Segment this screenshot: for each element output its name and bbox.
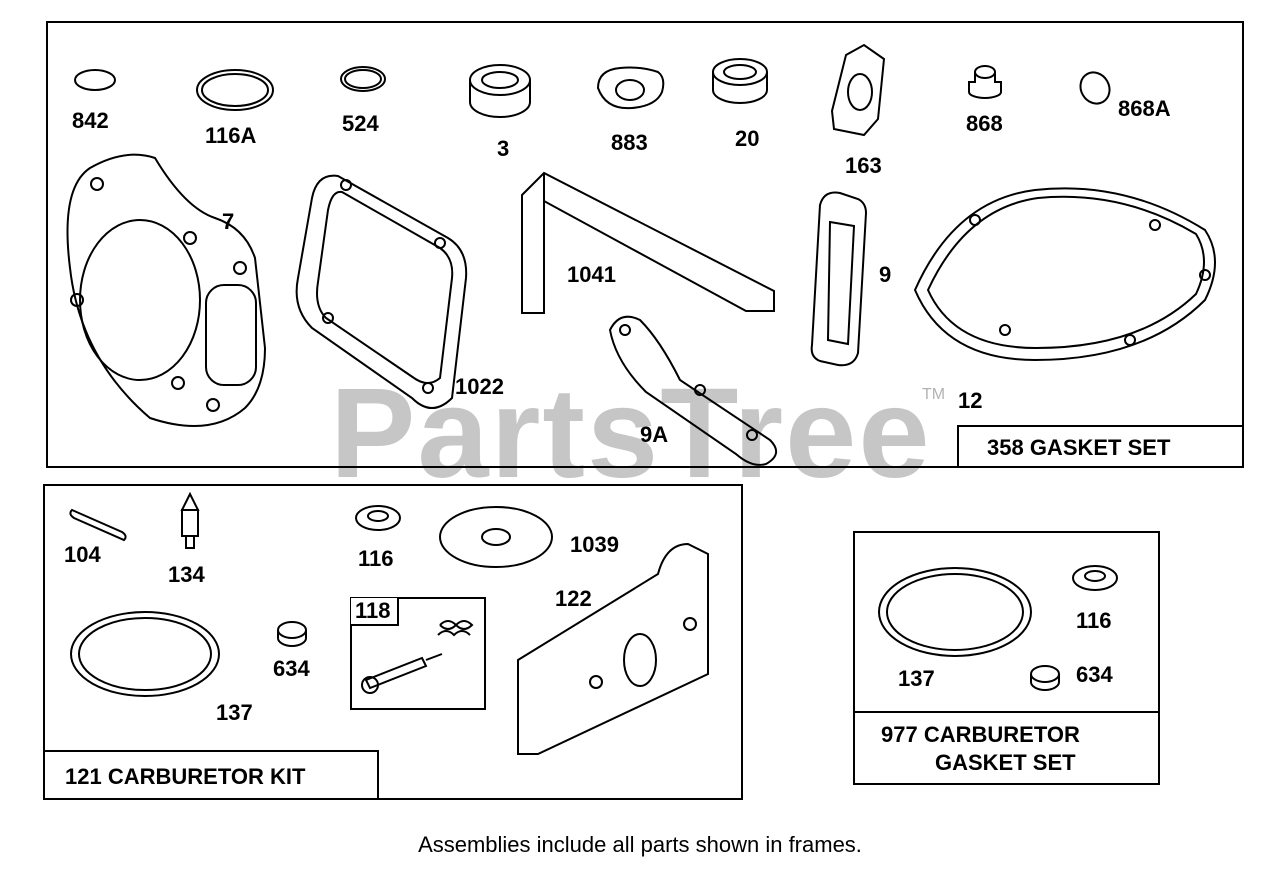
label-634-set: 634 — [1076, 662, 1113, 687]
part-116A-ring — [196, 69, 274, 111]
gasket-set-title-text: 358 GASKET SET — [987, 435, 1171, 460]
label-122: 122 — [555, 586, 592, 611]
label-137-kit: 137 — [216, 700, 253, 725]
part-634-washer-set — [1030, 665, 1060, 683]
part-1039-disc — [439, 506, 553, 568]
part-118-screw — [361, 620, 474, 694]
part-7-head-gasket — [66, 153, 267, 427]
label-12: 12 — [958, 388, 983, 413]
label-104: 104 — [64, 542, 101, 567]
label-1022: 1022 — [455, 374, 504, 399]
label-883: 883 — [611, 130, 648, 155]
label-163: 163 — [845, 153, 882, 178]
part-104-pin — [69, 508, 127, 542]
part-20-seal — [712, 58, 768, 104]
label-868: 868 — [966, 111, 1003, 136]
part-883-gasket — [596, 66, 665, 110]
label-20: 20 — [735, 126, 760, 151]
label-116A: 116A — [205, 123, 257, 148]
part-163-gasket — [830, 43, 886, 137]
part-134-needle — [180, 491, 200, 549]
part-137-ring-set — [878, 567, 1032, 657]
part-12-gasket — [913, 187, 1216, 362]
part-9-gasket — [810, 191, 868, 367]
carb-gasket-set-title-line1: 977 CARBURETOR — [881, 722, 1080, 747]
part-868-seal — [968, 65, 1002, 99]
label-9A: 9A — [640, 422, 669, 447]
footer-note: Assemblies include all parts shown in fr… — [418, 832, 862, 857]
part-118-subframe — [350, 597, 486, 710]
label-1039: 1039 — [570, 532, 619, 557]
part-634-washer-kit — [277, 621, 307, 639]
carb-gasket-set-title-line2: GASKET SET — [935, 750, 1076, 775]
part-3-seal — [469, 64, 531, 118]
label-3: 3 — [497, 136, 510, 161]
watermark-tm: TM — [922, 386, 946, 403]
carb-gasket-set-title: 977 CARBURETOR GASKET SET — [853, 711, 1160, 785]
label-842: 842 — [72, 108, 109, 133]
label-634-kit: 634 — [273, 656, 310, 681]
part-116-washer-set — [1072, 565, 1118, 591]
carb-kit-title: 121 CARBURETOR KIT — [43, 750, 379, 800]
label-7: 7 — [222, 209, 235, 234]
part-1041-strip — [521, 171, 775, 314]
label-524: 524 — [342, 111, 379, 136]
label-1041: 1041 — [567, 262, 616, 287]
carburetor-kit-frame — [43, 484, 743, 800]
label-868A: 868A — [1118, 96, 1171, 121]
label-116-set: 116 — [1076, 608, 1112, 633]
part-9A-gasket — [608, 315, 777, 466]
label-118: 118 — [351, 598, 399, 626]
label-134: 134 — [168, 562, 205, 587]
part-524-ring — [340, 66, 386, 92]
part-1022-gasket — [295, 174, 468, 409]
label-137-set: 137 — [898, 666, 935, 691]
label-116-kit: 116 — [358, 546, 394, 571]
watermark-brand: PartsTree — [330, 362, 932, 505]
label-9: 9 — [879, 262, 892, 287]
part-122-block — [517, 542, 709, 755]
part-137-ring-kit — [70, 611, 220, 697]
gasket-set-title: 358 GASKET SET — [957, 425, 1244, 468]
carb-kit-title-text: 121 CARBURETOR KIT — [65, 764, 306, 789]
part-868A-ring — [1079, 71, 1111, 105]
gasket-set-frame — [46, 21, 1244, 468]
part-842-ring — [74, 69, 116, 91]
part-116-washer — [355, 505, 401, 531]
